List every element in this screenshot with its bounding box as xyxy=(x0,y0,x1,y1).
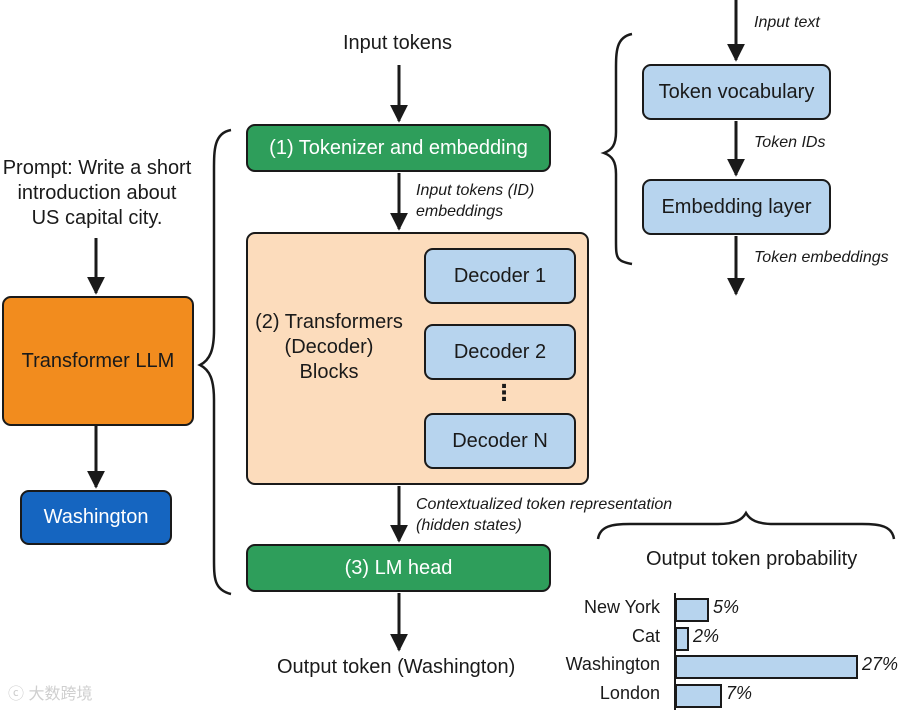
blocks-label-line-3: Blocks xyxy=(299,361,359,383)
prompt-line-2: introduction about xyxy=(17,182,177,204)
input-text-label: Input text xyxy=(754,14,820,31)
embed-label-line-2: embeddings xyxy=(416,203,504,220)
vertical-ellipsis: ⋮ xyxy=(493,380,515,405)
token-vocabulary-box: Token vocabulary xyxy=(642,64,831,120)
output-word-box: Washington xyxy=(20,490,172,545)
decoder-2-box: Decoder 2 xyxy=(424,324,576,380)
prompt-line-3: US capital city. xyxy=(31,207,163,229)
decoder-1-box: Decoder 1 xyxy=(424,248,576,304)
decoder-2-label: Decoder 2 xyxy=(453,340,547,363)
decoder-n-label: Decoder N xyxy=(452,429,548,452)
bar-cat xyxy=(675,626,689,651)
chart-title: Output token probability xyxy=(646,548,858,570)
bar-washington xyxy=(675,655,858,679)
bar-london xyxy=(675,683,722,708)
bar-value-label: 5% xyxy=(713,597,740,617)
decoder-n-box: Decoder N xyxy=(424,413,576,469)
blocks-label-line-1: (2) Transformers xyxy=(255,311,403,333)
watermark-text: 大数跨境 xyxy=(28,686,93,703)
prompt-text: Prompt: Write a short introduction about… xyxy=(2,156,192,231)
token-ids-label: Token IDs xyxy=(754,134,826,151)
bar-value-label: 27% xyxy=(862,654,899,674)
output-word-label: Washington xyxy=(43,506,149,528)
bar-category-label: Cat xyxy=(631,625,660,646)
embedding-layer-box: Embedding layer xyxy=(642,179,831,235)
transformer-llm-label: Transformer LLM xyxy=(21,349,175,372)
embed-label: Input tokens (ID) embeddings xyxy=(416,180,534,222)
output-token-label: Output token (Washington) xyxy=(277,656,516,678)
tokenizer-box: (1) Tokenizer and embedding xyxy=(246,124,551,172)
watermark-icon: ⓒ xyxy=(8,686,25,703)
big-brace xyxy=(197,128,232,596)
tokenizer-label: (1) Tokenizer and embedding xyxy=(269,136,528,159)
embedding-layer-label: Embedding layer xyxy=(661,195,812,218)
input-tokens-label: Input tokens xyxy=(343,32,452,54)
bar-new-york xyxy=(675,598,709,622)
context-label: Contextualized token representation (hid… xyxy=(416,494,672,536)
lm-head-box: (3) LM head xyxy=(246,544,551,592)
right-brace xyxy=(600,32,633,266)
bar-value-label: 7% xyxy=(726,682,753,703)
bar-category-label: New York xyxy=(583,597,660,617)
token-vocabulary-label: Token vocabulary xyxy=(658,80,815,103)
transformer-blocks-label: (2) Transformers (Decoder) Blocks xyxy=(254,310,404,385)
context-label-line-2: (hidden states) xyxy=(416,517,522,534)
lm-head-label: (3) LM head xyxy=(344,556,453,579)
bar-category-label: Washington xyxy=(565,654,660,674)
token-embeddings-label: Token embeddings xyxy=(754,249,889,266)
bar-value-label: 2% xyxy=(693,625,720,646)
transformer-llm-box: Transformer LLM xyxy=(2,296,194,426)
chart-brace xyxy=(596,510,896,540)
context-label-line-1: Contextualized token representation xyxy=(416,496,673,513)
bar-category-label: London xyxy=(599,682,660,703)
decoder-1-label: Decoder 1 xyxy=(453,264,547,287)
blocks-label-line-2: (Decoder) xyxy=(284,336,374,358)
prompt-line-1: Prompt: Write a short xyxy=(2,157,192,179)
watermark-logo: ⓒ 大数跨境 xyxy=(8,680,92,704)
embed-label-line-1: Input tokens (ID) xyxy=(416,182,535,199)
